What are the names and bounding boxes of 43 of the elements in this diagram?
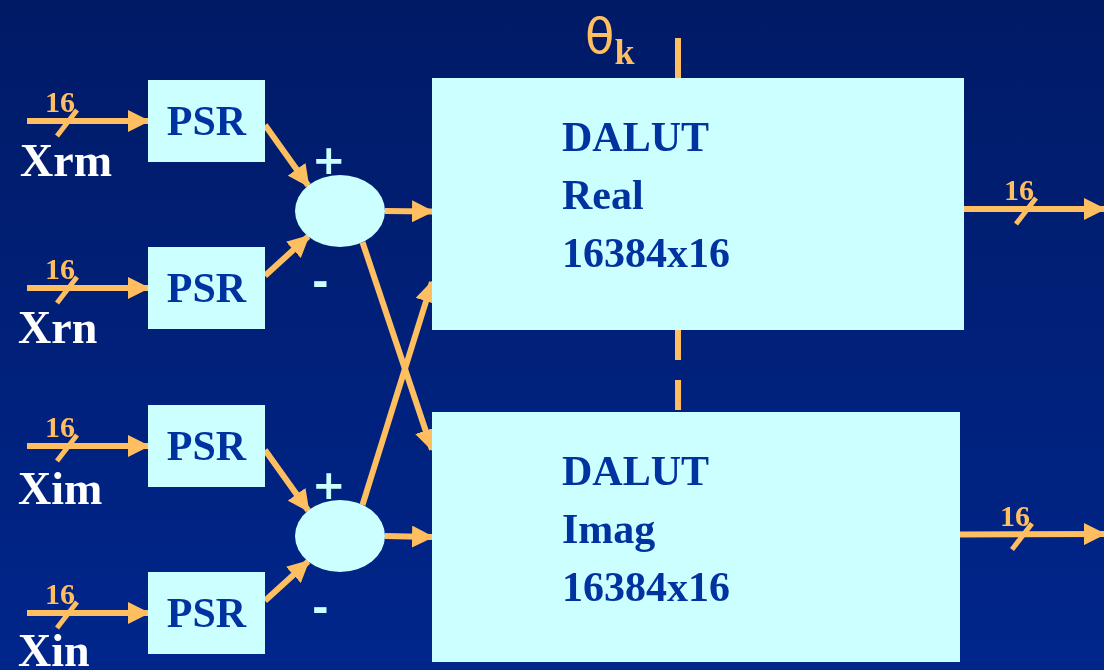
adder-circle [295, 500, 385, 572]
edge-label: 16 [45, 254, 75, 284]
block-label: PSR [165, 422, 248, 471]
plus-sign: + [312, 465, 346, 505]
psr-box [148, 247, 265, 329]
block-label: DALUT [562, 447, 711, 496]
arrow [960, 523, 1104, 546]
arrow [27, 435, 150, 457]
theta-symbol: θ$_{k}$ [585, 12, 635, 70]
psr-box [148, 572, 265, 654]
connector-line [675, 38, 681, 78]
arrow [384, 200, 434, 223]
psr-box [148, 405, 265, 487]
block-label: PSR [165, 264, 248, 313]
signal-name: Xim [18, 466, 103, 512]
arrow [27, 110, 150, 132]
lookup-table-box [432, 78, 964, 330]
block-label: DALUT [562, 113, 711, 162]
signal-name: Xin [18, 628, 90, 670]
edge-label: 16 [45, 579, 75, 609]
lookup-table-box [432, 412, 960, 662]
block-label: PSR [165, 97, 248, 146]
minus-sign: - [312, 262, 329, 302]
arrow [27, 602, 150, 624]
psr-box [148, 80, 265, 162]
edge-label: 16 [1000, 500, 1030, 531]
signal-name: Xrn [18, 305, 98, 351]
arrow [964, 198, 1104, 220]
edge-label: 16 [1004, 175, 1034, 206]
block-label: PSR [165, 589, 248, 638]
signal-name: Xrm [20, 138, 112, 184]
block-label: 16384x16 [562, 229, 731, 278]
block-label: Real [562, 171, 645, 220]
block-label: Imag [562, 505, 657, 554]
adder-circle [295, 175, 385, 247]
plus-sign: + [312, 140, 346, 180]
minus-sign: - [312, 588, 329, 628]
edge-label: 16 [45, 412, 75, 442]
arrow [384, 525, 434, 548]
block-label: 16384x16 [562, 563, 731, 612]
arrow [27, 277, 150, 299]
edge-label: 16 [45, 87, 75, 117]
dashed-line [675, 330, 682, 412]
